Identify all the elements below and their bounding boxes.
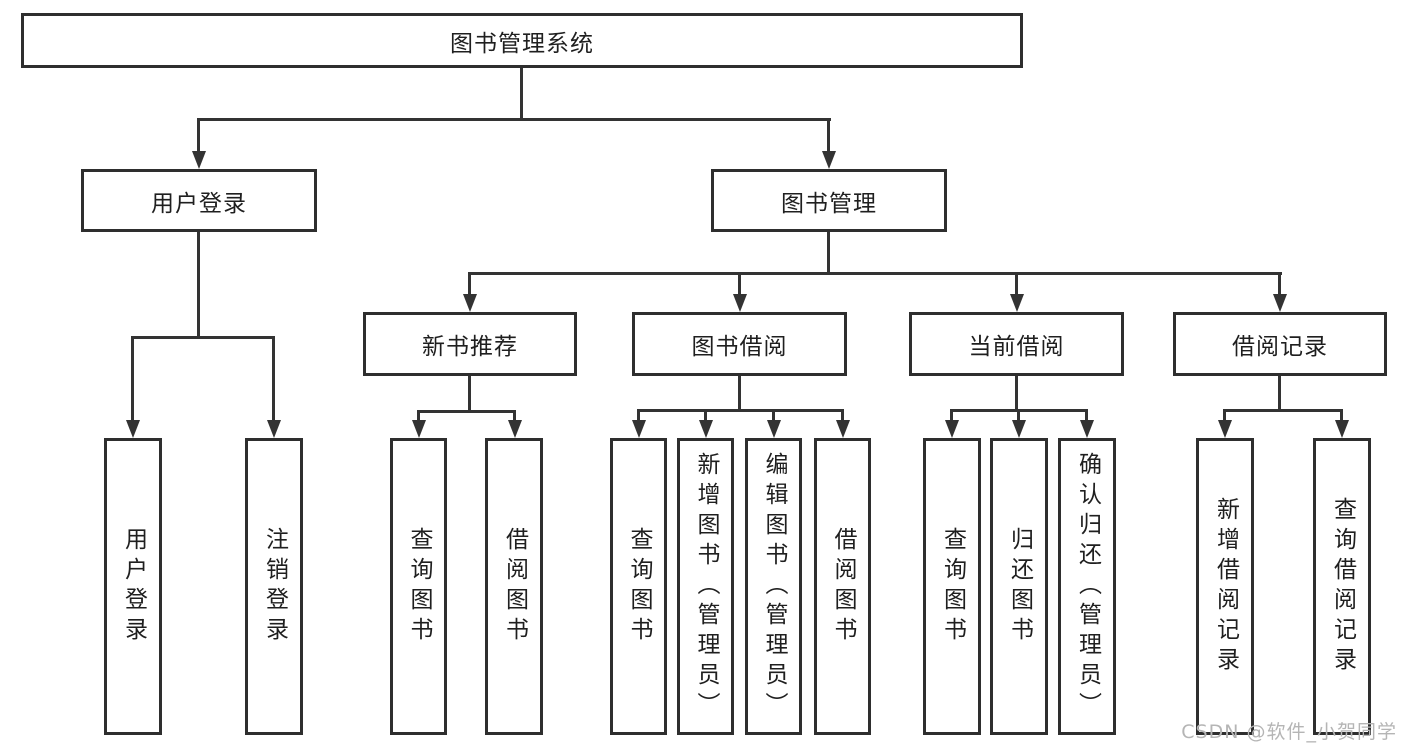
arrow-down-icon	[1335, 420, 1349, 438]
node-book-borrowing-label: 图书借阅	[691, 334, 788, 360]
connector-line	[520, 68, 523, 118]
node-book-borrowing: 图书借阅	[632, 312, 847, 376]
connector-line	[841, 409, 844, 422]
leaf-cb-confirm-return-admin: 确认归还（管理员）	[1058, 438, 1116, 735]
node-book-management: 图书管理	[711, 169, 947, 232]
arrow-down-icon	[1010, 294, 1024, 312]
leaf-user-login-label: 用户登录	[120, 526, 147, 647]
arrow-down-icon	[1080, 420, 1094, 438]
watermark-text: CSDN @软件_小贺同学	[1181, 721, 1397, 743]
connector-line	[197, 118, 200, 153]
leaf-bb-query-books: 查询图书	[610, 438, 667, 735]
connector-line	[469, 272, 1282, 275]
connector-line	[772, 409, 775, 422]
connector-line	[417, 410, 420, 422]
node-borrowing-records-label: 借阅记录	[1232, 334, 1328, 360]
arrow-down-icon	[767, 420, 781, 438]
arrow-down-icon	[508, 420, 522, 438]
node-new-book-recommendation-label: 新书推荐	[422, 334, 518, 360]
leaf-logout: 注销登录	[245, 438, 303, 735]
connector-line	[198, 118, 831, 121]
node-current-borrowing: 当前借阅	[909, 312, 1124, 376]
connector-line	[468, 272, 471, 296]
arrow-down-icon	[126, 420, 140, 438]
leaf-nb-query-books: 查询图书	[390, 438, 447, 735]
connector-line	[950, 409, 953, 422]
node-book-management-label: 图书管理	[781, 190, 877, 217]
connector-line	[637, 409, 844, 412]
leaf-cb-query-books-label: 查询图书	[939, 526, 966, 647]
connector-line	[417, 410, 516, 413]
leaf-br-query-borrow-record: 查询借阅记录	[1313, 438, 1371, 735]
arrow-down-icon	[822, 151, 836, 169]
arrow-down-icon	[192, 151, 206, 169]
connector-line	[197, 232, 200, 336]
connector-line	[827, 232, 830, 272]
arrow-down-icon	[1218, 420, 1232, 438]
connector-line	[1340, 409, 1343, 422]
leaf-bb-edit-book-admin: 编辑图书（管理员）	[745, 438, 802, 735]
leaf-bb-borrow-books-label: 借阅图书	[830, 526, 856, 647]
connector-line	[272, 336, 275, 420]
leaf-br-add-borrow-record: 新增借阅记录	[1196, 438, 1254, 735]
arrow-down-icon	[412, 420, 426, 438]
connector-line	[513, 410, 516, 422]
arrow-down-icon	[733, 294, 747, 312]
arrow-down-icon	[632, 420, 646, 438]
connector-line	[131, 336, 134, 420]
leaf-bb-add-book-admin: 新增图书（管理员）	[677, 438, 734, 735]
arrow-down-icon	[699, 420, 713, 438]
arrow-down-icon	[1273, 294, 1287, 312]
connector-line	[1015, 376, 1018, 409]
leaf-cb-query-books: 查询图书	[923, 438, 981, 735]
node-borrowing-records: 借阅记录	[1173, 312, 1387, 376]
connector-line	[1278, 376, 1281, 409]
leaf-nb-borrow-books: 借阅图书	[485, 438, 543, 735]
arrow-down-icon	[836, 420, 850, 438]
node-root: 图书管理系统	[21, 13, 1023, 68]
leaf-cb-return-books: 归还图书	[990, 438, 1048, 735]
node-user-login-label: 用户登录	[151, 190, 247, 217]
arrow-down-icon	[267, 420, 281, 438]
connector-line	[738, 376, 741, 409]
leaf-nb-query-books-label: 查询图书	[406, 526, 432, 647]
node-user-login: 用户登录	[81, 169, 317, 232]
leaf-br-add-borrow-record-label: 新增借阅记录	[1212, 496, 1239, 677]
leaf-cb-confirm-return-admin-label: 确认归还（管理员）	[1074, 451, 1101, 722]
connector-line	[1223, 409, 1226, 422]
connector-line	[637, 409, 640, 422]
leaf-user-login: 用户登录	[104, 438, 162, 735]
connector-line	[1017, 409, 1020, 422]
arrow-down-icon	[1012, 420, 1026, 438]
leaf-br-query-borrow-record-label: 查询借阅记录	[1329, 496, 1356, 677]
leaf-logout-label: 注销登录	[261, 526, 288, 647]
arrow-down-icon	[945, 420, 959, 438]
leaf-bb-query-books-label: 查询图书	[626, 526, 652, 647]
connector-line	[704, 409, 707, 422]
node-root-label: 图书管理系统	[450, 30, 594, 57]
connector-line	[827, 118, 830, 153]
leaf-nb-borrow-books-label: 借阅图书	[501, 526, 528, 647]
connector-line	[131, 336, 275, 339]
connector-line	[468, 376, 471, 410]
connector-line	[1015, 272, 1018, 296]
leaf-bb-add-book-admin-label: 新增图书（管理员）	[693, 451, 719, 722]
node-new-book-recommendation: 新书推荐	[363, 312, 577, 376]
connector-line	[738, 272, 741, 296]
leaf-bb-borrow-books: 借阅图书	[814, 438, 871, 735]
node-current-borrowing-label: 当前借阅	[968, 334, 1065, 360]
arrow-down-icon	[463, 294, 477, 312]
connector-line	[1223, 409, 1343, 412]
leaf-cb-return-books-label: 归还图书	[1006, 526, 1033, 647]
leaf-bb-edit-book-admin-label: 编辑图书（管理员）	[761, 451, 787, 722]
connector-line	[1278, 272, 1281, 296]
connector-line	[1085, 409, 1088, 422]
